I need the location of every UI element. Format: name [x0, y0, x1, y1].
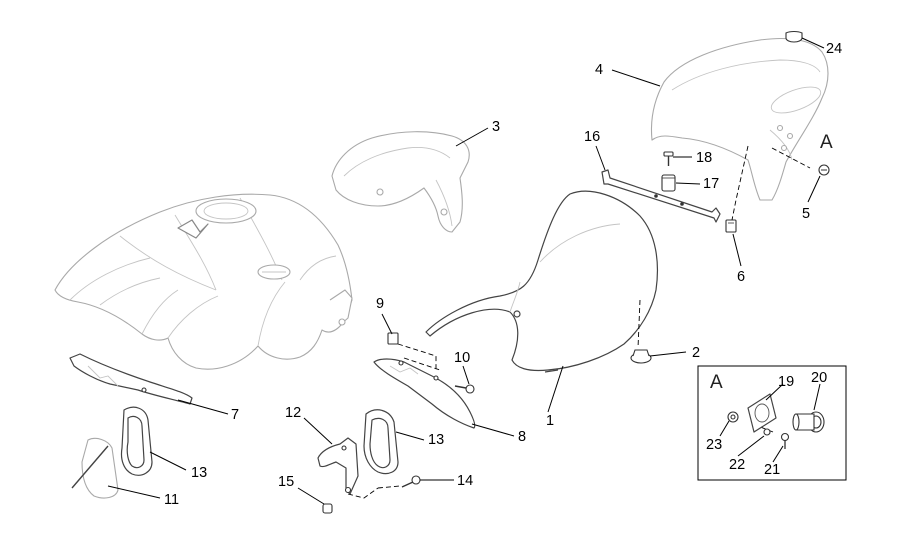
- detail-marker: A: [820, 132, 833, 153]
- callout-15: 15: [278, 474, 294, 490]
- part-7-strap: [69, 353, 193, 405]
- part-13-gasket-left: [120, 406, 153, 476]
- part-22-washer: [763, 428, 771, 436]
- part-9-clip: [387, 332, 399, 345]
- fuel-tank: [54, 193, 353, 370]
- callout-9: 9: [376, 296, 384, 312]
- callout-3: 3: [492, 119, 500, 135]
- callout-20: 20: [811, 370, 827, 386]
- part-23-nut: [727, 411, 739, 423]
- callout-12: 12: [285, 405, 301, 421]
- callout-7: 7: [231, 407, 239, 423]
- inset-title: A: [710, 372, 723, 393]
- part-13-gasket-middle: [363, 409, 399, 475]
- part-11-pouch: [71, 437, 119, 499]
- callout-23: 23: [706, 437, 722, 453]
- part-19-plate: [747, 393, 777, 433]
- callout-22: 22: [729, 457, 745, 473]
- part-12-bracket: [317, 437, 359, 495]
- callout-13-left: 13: [191, 465, 207, 481]
- leader-lines: [107, 37, 825, 505]
- part-10-screw: [454, 384, 475, 394]
- part-14-bolt: [401, 475, 421, 488]
- part-16-bracket: [601, 169, 721, 223]
- callout-8: 8: [518, 429, 526, 445]
- callout-19: 19: [778, 374, 794, 390]
- part-21-screw: [780, 432, 790, 449]
- part-15-nut: [322, 503, 333, 514]
- callout-21: 21: [764, 462, 780, 478]
- callout-6: 6: [737, 269, 745, 285]
- callout-1: 1: [546, 413, 554, 429]
- callout-18: 18: [696, 150, 712, 166]
- part-18-bolt: [663, 151, 674, 166]
- assembly-lines: [347, 145, 811, 499]
- part-6-clip: [725, 219, 737, 233]
- callout-4: 4: [595, 62, 603, 78]
- callout-17: 17: [703, 176, 719, 192]
- part-3-tail-cover: [331, 131, 470, 233]
- callout-5: 5: [802, 206, 810, 222]
- part-4-seat-cowl: [650, 37, 829, 201]
- callout-24: 24: [826, 41, 842, 57]
- callout-10: 10: [454, 350, 470, 366]
- callout-11: 11: [164, 492, 179, 508]
- part-5-screw: [818, 164, 830, 176]
- detail-inset: A: [697, 365, 847, 481]
- callout-16: 16: [584, 129, 600, 145]
- callout-labels: 1 2 3 4 5 6 7 8 9 10 11 12 13 13 14 15 1…: [164, 41, 842, 508]
- part-24-cap: [785, 30, 803, 43]
- callout-14: 14: [457, 473, 473, 489]
- callout-2: 2: [692, 345, 700, 361]
- part-8-tray: [373, 358, 476, 429]
- callout-13-middle: 13: [428, 432, 444, 448]
- part-1-seat: [425, 190, 659, 373]
- part-2-buffer: [630, 349, 652, 364]
- part-20-connector: [792, 411, 825, 433]
- part-17-spacer: [661, 174, 676, 192]
